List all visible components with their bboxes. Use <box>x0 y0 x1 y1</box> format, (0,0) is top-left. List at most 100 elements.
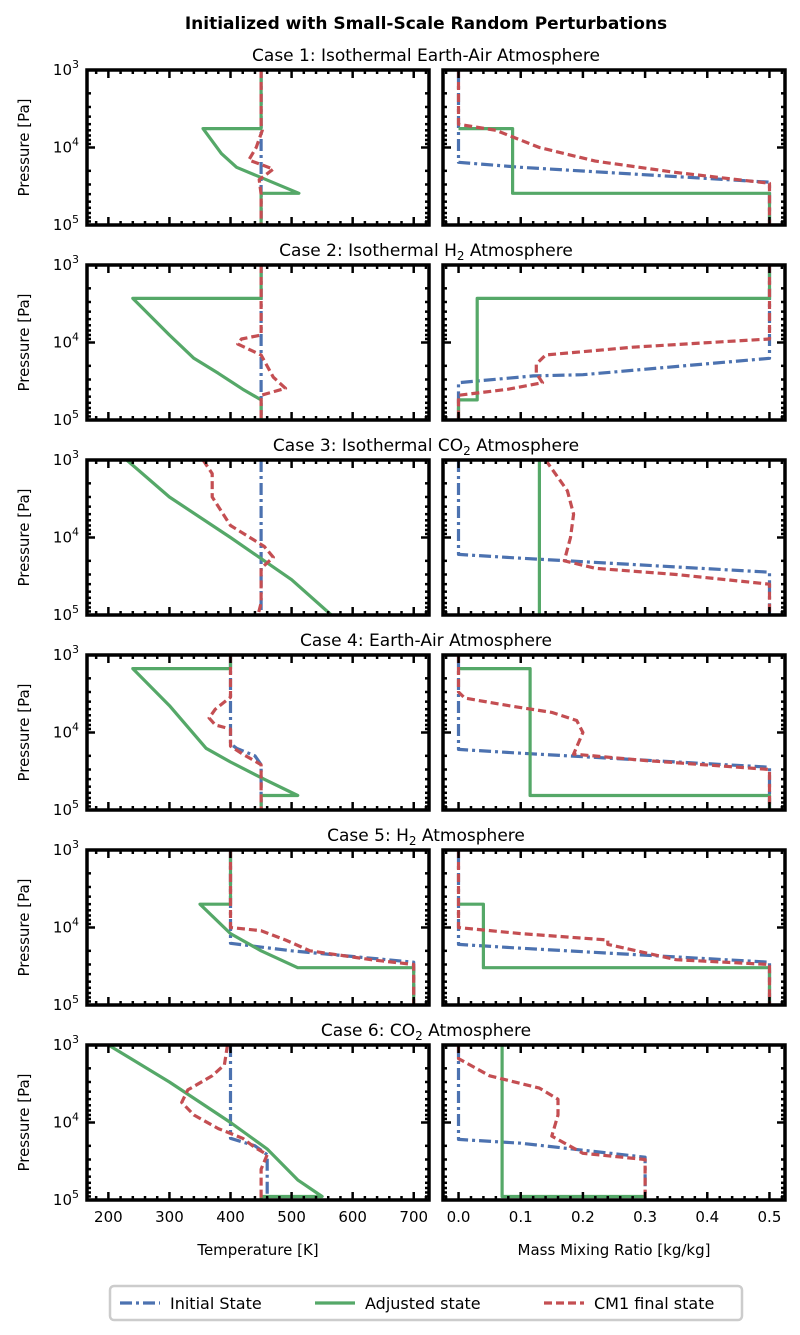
tick-exponent: 3 <box>72 838 79 851</box>
tick-exponent: 3 <box>72 253 79 266</box>
tick-base: 10 <box>53 606 72 624</box>
y-tick-label: 103 <box>53 58 79 79</box>
x-tick-label: 0.1 <box>509 1208 533 1226</box>
panel-case-5-mixing-ratio <box>441 848 787 1007</box>
subscript: 2 <box>409 834 417 848</box>
x-tick-label: 0.5 <box>758 1208 782 1226</box>
y-ticks <box>87 68 429 227</box>
tick-exponent: 5 <box>72 1188 79 1201</box>
panel-frame <box>85 848 431 1007</box>
x-tick-label: 0.0 <box>447 1208 471 1226</box>
tick-base: 10 <box>53 334 72 352</box>
series-line-adjusted-state <box>131 265 263 420</box>
y-ticks <box>87 653 429 812</box>
title-part: Case 2: Isothermal H <box>279 241 457 261</box>
legend-label: Adjusted state <box>365 1294 481 1313</box>
tick-exponent: 3 <box>72 1033 79 1046</box>
y-tick-label: 103 <box>53 253 79 274</box>
panel-title-case-5: Case 5: H2 Atmosphere <box>327 826 525 848</box>
x-axis-label: Temperature [K] <box>196 1241 318 1259</box>
series-line-cm1-final-state <box>456 850 772 1005</box>
title-part: Atmosphere <box>423 1021 531 1041</box>
tick-exponent: 3 <box>72 58 79 71</box>
panel-frame <box>441 458 787 617</box>
x-tick-label: 500 <box>277 1208 306 1226</box>
y-axis-label: Pressure [Pa] <box>15 683 33 781</box>
y-tick-label: 103 <box>53 643 79 664</box>
series-line-initial-state <box>228 655 263 810</box>
x-ticks <box>444 265 784 420</box>
y-tick-label: 103 <box>53 1033 79 1054</box>
tick-base: 10 <box>53 724 72 742</box>
x-ticks <box>444 70 784 225</box>
y-axis-label: Pressure [Pa] <box>15 488 33 586</box>
series-line-initial-state <box>456 70 772 225</box>
tick-exponent: 5 <box>72 993 79 1006</box>
x-tick-label: 200 <box>94 1208 123 1226</box>
title-part: Case 1: Isothermal Earth-Air Atmosphere <box>252 46 600 66</box>
series-line-adjusted-state <box>125 460 333 615</box>
x-ticks <box>94 655 428 810</box>
subscript: 2 <box>463 444 471 458</box>
panel-case-1-mixing-ratio <box>441 68 787 227</box>
title-part: Case 5: H <box>327 826 409 846</box>
tick-exponent: 4 <box>72 1111 79 1124</box>
y-tick-label: 105 <box>53 1188 79 1209</box>
series-line-adjusted-state <box>201 70 301 225</box>
y-tick-label: 105 <box>53 798 79 819</box>
tick-base: 10 <box>53 646 72 664</box>
x-ticks <box>94 850 428 1005</box>
y-tick-label: 105 <box>53 993 79 1014</box>
y-ticks <box>443 68 785 227</box>
x-ticks <box>444 460 784 615</box>
panel-title-case-1: Case 1: Isothermal Earth-Air Atmosphere <box>252 46 600 66</box>
title-part: Case 6: CO <box>321 1021 415 1041</box>
y-tick-label: 103 <box>53 448 79 469</box>
x-tick-label: 0.3 <box>633 1208 657 1226</box>
x-tick-label: 400 <box>216 1208 245 1226</box>
x-ticks <box>444 850 784 1005</box>
tick-exponent: 5 <box>72 603 79 616</box>
legend-item-adjusted-state: Adjusted state <box>315 1294 481 1313</box>
series-line-cm1-final-state <box>201 460 275 615</box>
panel-frame <box>85 1043 431 1202</box>
tick-base: 10 <box>53 801 72 819</box>
y-ticks <box>87 1043 429 1202</box>
series-line-adjusted-state <box>500 1045 647 1200</box>
tick-base: 10 <box>53 216 72 234</box>
y-ticks <box>87 458 429 617</box>
series-line-initial-state <box>456 655 772 810</box>
title-part: Atmosphere <box>471 436 579 456</box>
series-line-adjusted-state <box>107 1045 324 1200</box>
series-line-adjusted-state <box>198 850 416 1005</box>
tick-base: 10 <box>53 61 72 79</box>
figure-title: Initialized with Small-Scale Random Pert… <box>185 14 667 34</box>
series-line-adjusted-state <box>458 902 772 1005</box>
y-ticks <box>443 1043 785 1202</box>
tick-base: 10 <box>53 139 72 157</box>
x-ticks <box>94 1045 428 1200</box>
panel-frame <box>441 68 787 227</box>
y-ticks <box>443 458 785 617</box>
series-line-cm1-final-state <box>228 850 416 1005</box>
panel-case-4-temperature: 103 104 105 Pressure [Pa] <box>15 643 431 819</box>
y-tick-label: 104 <box>53 1111 79 1132</box>
x-ticks <box>444 1045 784 1200</box>
x-tick-label: 600 <box>338 1208 367 1226</box>
tick-base: 10 <box>53 256 72 274</box>
tick-base: 10 <box>53 529 72 547</box>
y-tick-label: 105 <box>53 603 79 624</box>
panel-frame <box>441 653 787 812</box>
y-axis-label: Pressure [Pa] <box>15 1073 33 1171</box>
tick-base: 10 <box>53 1191 72 1209</box>
panel-case-3-mixing-ratio <box>441 458 787 617</box>
y-tick-label: 104 <box>53 721 79 742</box>
title-part: Case 4: Earth-Air Atmosphere <box>300 631 552 651</box>
